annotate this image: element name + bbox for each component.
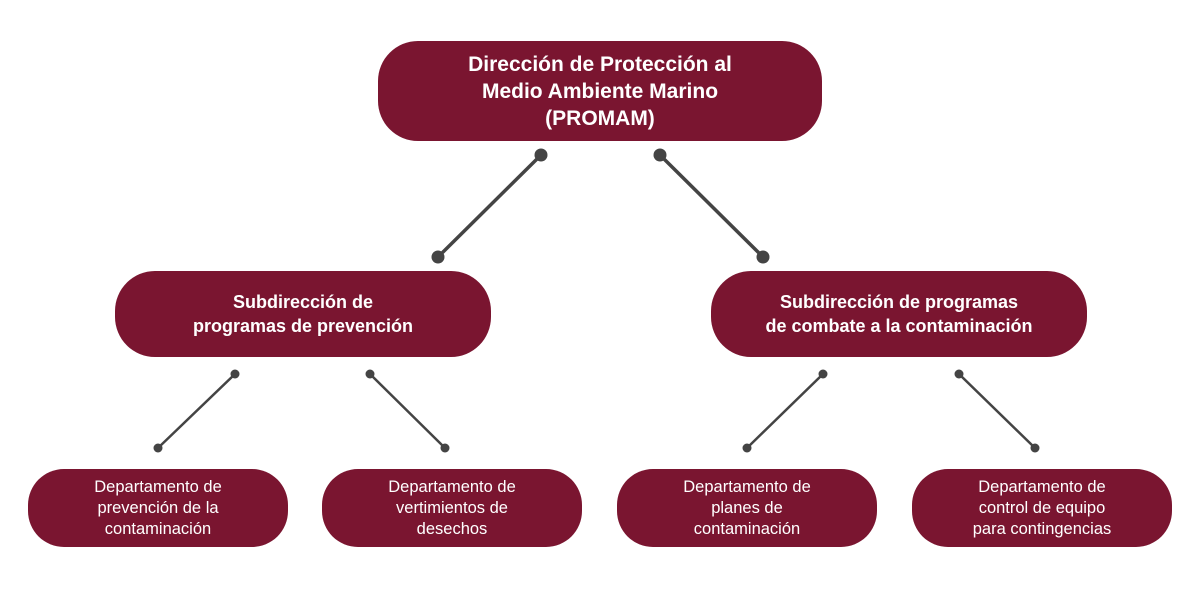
node-subdireccion-prevencion: Subdirección de programas de prevención	[115, 271, 491, 357]
node-departamento-control-equipo: Departamento de control de equipo para c…	[912, 469, 1172, 547]
connector-sub-a-dept-a	[153, 369, 240, 453]
node-departamento-prevencion: Departamento de prevención de la contami…	[28, 469, 288, 547]
connector-sub-b-dept-c	[742, 369, 828, 453]
root-node-promam: Dirección de Protección al Medio Ambient…	[378, 41, 822, 141]
connector-root-sub-a	[431, 148, 548, 264]
node-departamento-vertimientos: Departamento de vertimientos de desechos	[322, 469, 582, 547]
connector-root-sub-b	[653, 148, 770, 264]
connector-sub-a-dept-b	[365, 369, 450, 453]
node-subdireccion-combate: Subdirección de programas de combate a l…	[711, 271, 1087, 357]
connector-sub-b-dept-d	[954, 369, 1040, 453]
node-departamento-planes: Departamento de planes de contaminación	[617, 469, 877, 547]
